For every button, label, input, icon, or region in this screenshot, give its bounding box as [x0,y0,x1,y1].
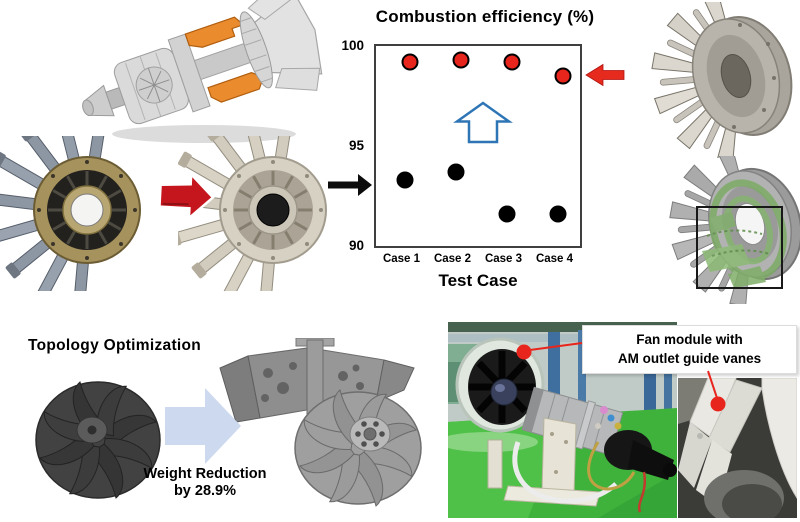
weight-reduction-line2: by 28.9% [173,483,237,500]
x-axis-label: Test Case [438,271,518,290]
x-tick-label: Case 1 [382,253,421,265]
am-part-cad-green-illustration [669,156,800,304]
outlet-guide-vanes [678,378,797,506]
test-engine [455,337,677,480]
data-point-red [401,53,418,71]
data-point-black [498,205,515,223]
fan-closeup-photo [678,378,797,518]
x-tick-label: Case 4 [535,253,574,265]
injector-center-hole [70,193,104,227]
x-tick-label: Case 3 [484,253,523,265]
combustor-highlight-top [184,16,245,48]
data-point-red [503,53,520,71]
combustor-highlight-bottom [207,72,265,103]
weight-reduction-line1: Weight Reduction [143,466,267,482]
y-tick-label: 100 [341,37,364,53]
fan-callout-line2: AM outlet guide vanes [617,350,762,366]
y-tick-label: 95 [348,137,364,153]
data-point-black [447,163,464,181]
y-axis-ticks: 100 95 90 [322,38,370,253]
engine-stand [541,417,577,495]
impeller-original-illustration [35,381,161,499]
plot-area [374,44,582,248]
x-axis-ticks: Case 1 Case 2 Case 3 Case 4 [376,253,580,269]
impeller-optimized-illustration [219,338,422,507]
weight-reduction-label: Weight Reduction by 28.9% [123,466,287,501]
y-tick-label: 90 [348,237,364,253]
red-arrow-left-icon [585,63,625,87]
data-point-red [554,67,571,85]
fan-callout-line1: Fan module with [636,332,743,348]
am-injector-photo [178,136,327,291]
data-point-black [396,171,413,189]
data-point-red [452,51,469,69]
x-tick-label: Case 2 [433,253,472,265]
am-part-photo [651,2,793,158]
conventional-injector-photo [0,136,141,291]
data-point-black [549,205,566,223]
green-lattice-highlight [702,179,787,288]
engine-cutaway-illustration [82,0,323,143]
chart-title: Combustion efficiency (%) [375,7,595,26]
fan-module-callout-box: Fan module with AM outlet guide vanes [582,325,797,374]
injector-center-hole [256,193,290,227]
zoom-region-rectangle [696,206,783,289]
topology-title: Topology Optimization [28,337,202,354]
injector-tubes [178,136,327,291]
